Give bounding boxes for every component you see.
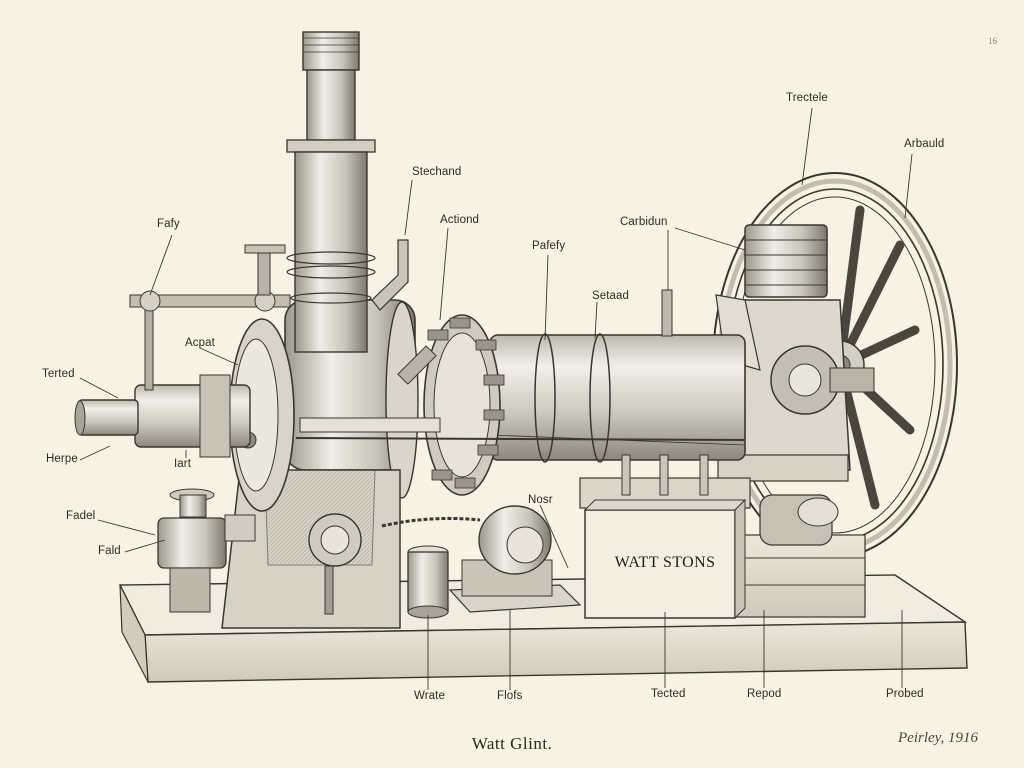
figure-caption: Watt Glint. (471, 734, 553, 753)
label-acpat: Acpat (185, 337, 215, 349)
label-pafy: Pafefy (532, 240, 566, 252)
main-cylinder (489, 289, 751, 509)
corner-mark: 16 (988, 36, 997, 46)
oil-cup (157, 488, 256, 613)
label-now: Nosr (528, 494, 553, 506)
label-wrate: Wrate (414, 690, 445, 702)
box-text: WATT STONS (614, 554, 716, 571)
left-nozzle (74, 244, 291, 458)
label-tected: Tected (651, 688, 686, 700)
small-jar (407, 545, 449, 619)
chimney (286, 31, 409, 353)
label-arbauld: Arbauld (904, 138, 945, 150)
crosshead-frame (715, 224, 875, 546)
label-iart: Iart (174, 458, 192, 470)
label-fad: Fald (98, 545, 121, 557)
motor (381, 505, 582, 613)
label-repod: Repod (747, 688, 782, 700)
leader-lines (79, 107, 913, 690)
label-probed: Probed (886, 688, 924, 700)
label-setaad: Setaad (592, 290, 630, 302)
right-pedestal (734, 534, 866, 618)
watt-box (583, 498, 747, 620)
label-faty: Fafy (157, 218, 180, 230)
artist-signature: Peirley, 1916 (898, 730, 978, 746)
label-fadel: Fadel (66, 510, 96, 522)
label-actiond: Actiond (440, 214, 480, 226)
label-trecle: Trectele (786, 92, 828, 104)
label-terted: Terted (42, 368, 75, 380)
gear-ring (423, 314, 505, 496)
label-flofs: Flofs (497, 690, 523, 702)
label-carbidun: Carbidun (620, 216, 668, 228)
label-stechand: Stechand (412, 166, 462, 178)
label-herpe: Herpe (46, 453, 78, 465)
front-flange (229, 318, 295, 512)
